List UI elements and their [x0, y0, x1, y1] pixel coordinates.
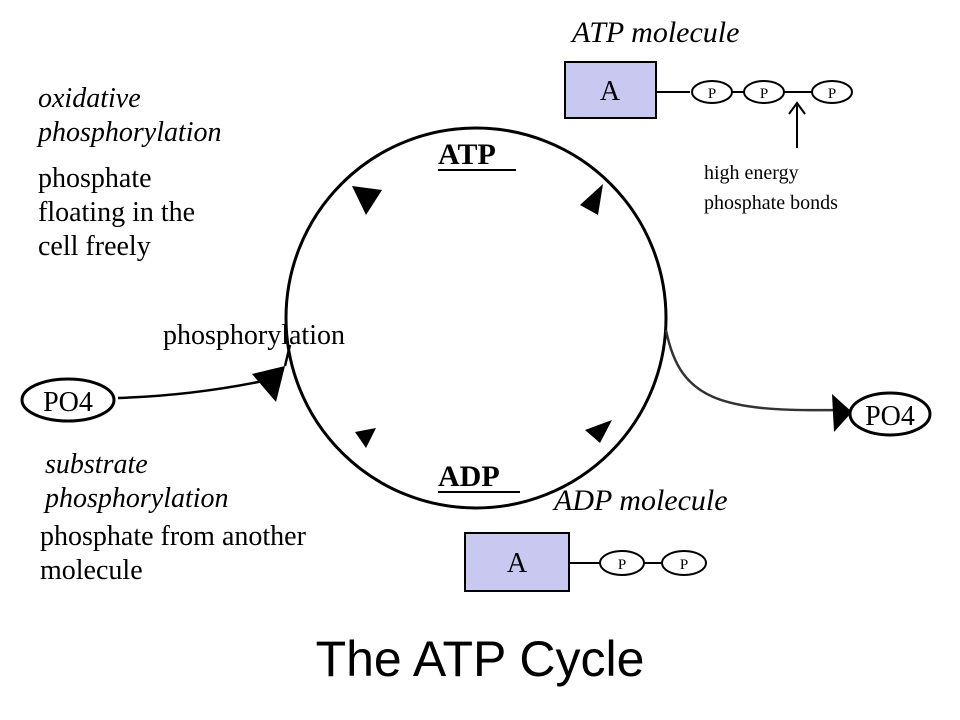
phosphorylation-label: phosphorylation — [163, 320, 345, 351]
cycle-circle — [284, 126, 668, 510]
adp-phosphate-1-label: P — [618, 557, 626, 573]
substrate-desc-line-1: phosphate from another — [40, 521, 306, 552]
atp-adenosine-label: A — [600, 76, 621, 107]
oxidative-desc-line-1: phosphate — [38, 163, 152, 194]
atp-phosphate-2-label: P — [760, 86, 768, 102]
adp-adenosine-label: A — [507, 548, 528, 579]
adp-adenosine-box — [464, 532, 570, 592]
high-energy-line-2: phosphate bonds — [704, 192, 838, 214]
oxidative-phosphorylation-label: phosphorylation — [38, 117, 222, 148]
oxidative-label: oxidative — [38, 83, 141, 114]
incoming-phosphate-line — [117, 378, 269, 400]
high-energy-pointer-head — [788, 101, 806, 115]
substrate-phosphorylation-label: phosphorylation — [45, 483, 229, 514]
substrate-label: substrate — [45, 449, 148, 480]
cycle-arrow-lower-right — [585, 420, 612, 443]
substrate-desc-line-2: molecule — [40, 555, 143, 586]
po4-right-text: PO4 — [865, 401, 915, 432]
atp-adenosine-box — [564, 61, 657, 119]
po4-left-ellipse — [20, 377, 116, 423]
oxidative-desc-line-3: cell freely — [38, 231, 151, 262]
po4-left-text: PO4 — [43, 387, 93, 418]
outgoing-phosphate-line — [664, 329, 841, 412]
atp-phosphate-1-label: P — [708, 86, 716, 102]
po4-right-ellipse — [848, 391, 932, 437]
atp-phosphate-3 — [811, 80, 853, 104]
oxidative-desc-line-2: floating in the — [38, 197, 196, 228]
high-energy-line-1: high energy — [704, 162, 799, 184]
incoming-phosphate-arrowhead — [252, 366, 285, 402]
atp-cycle-label: ATP — [438, 138, 496, 171]
atp-phosphate-3-label: P — [828, 86, 836, 102]
cycle-arrow-upper-right — [580, 184, 603, 215]
adp-molecule-label: ADP molecule — [554, 484, 728, 517]
adp-cycle-label: ADP — [438, 460, 500, 493]
adp-phosphate-2-label: P — [680, 557, 688, 573]
incoming-phosphate-join — [283, 344, 292, 367]
atp-molecule-label: ATP molecule — [572, 16, 740, 49]
outgoing-phosphate-arrowhead — [832, 394, 852, 432]
adp-phosphate-2 — [661, 550, 707, 576]
diagram-title: The ATP Cycle — [315, 631, 645, 687]
cycle-arrow-upper-left — [352, 186, 382, 215]
cycle-arrow-lower-left — [355, 428, 376, 448]
